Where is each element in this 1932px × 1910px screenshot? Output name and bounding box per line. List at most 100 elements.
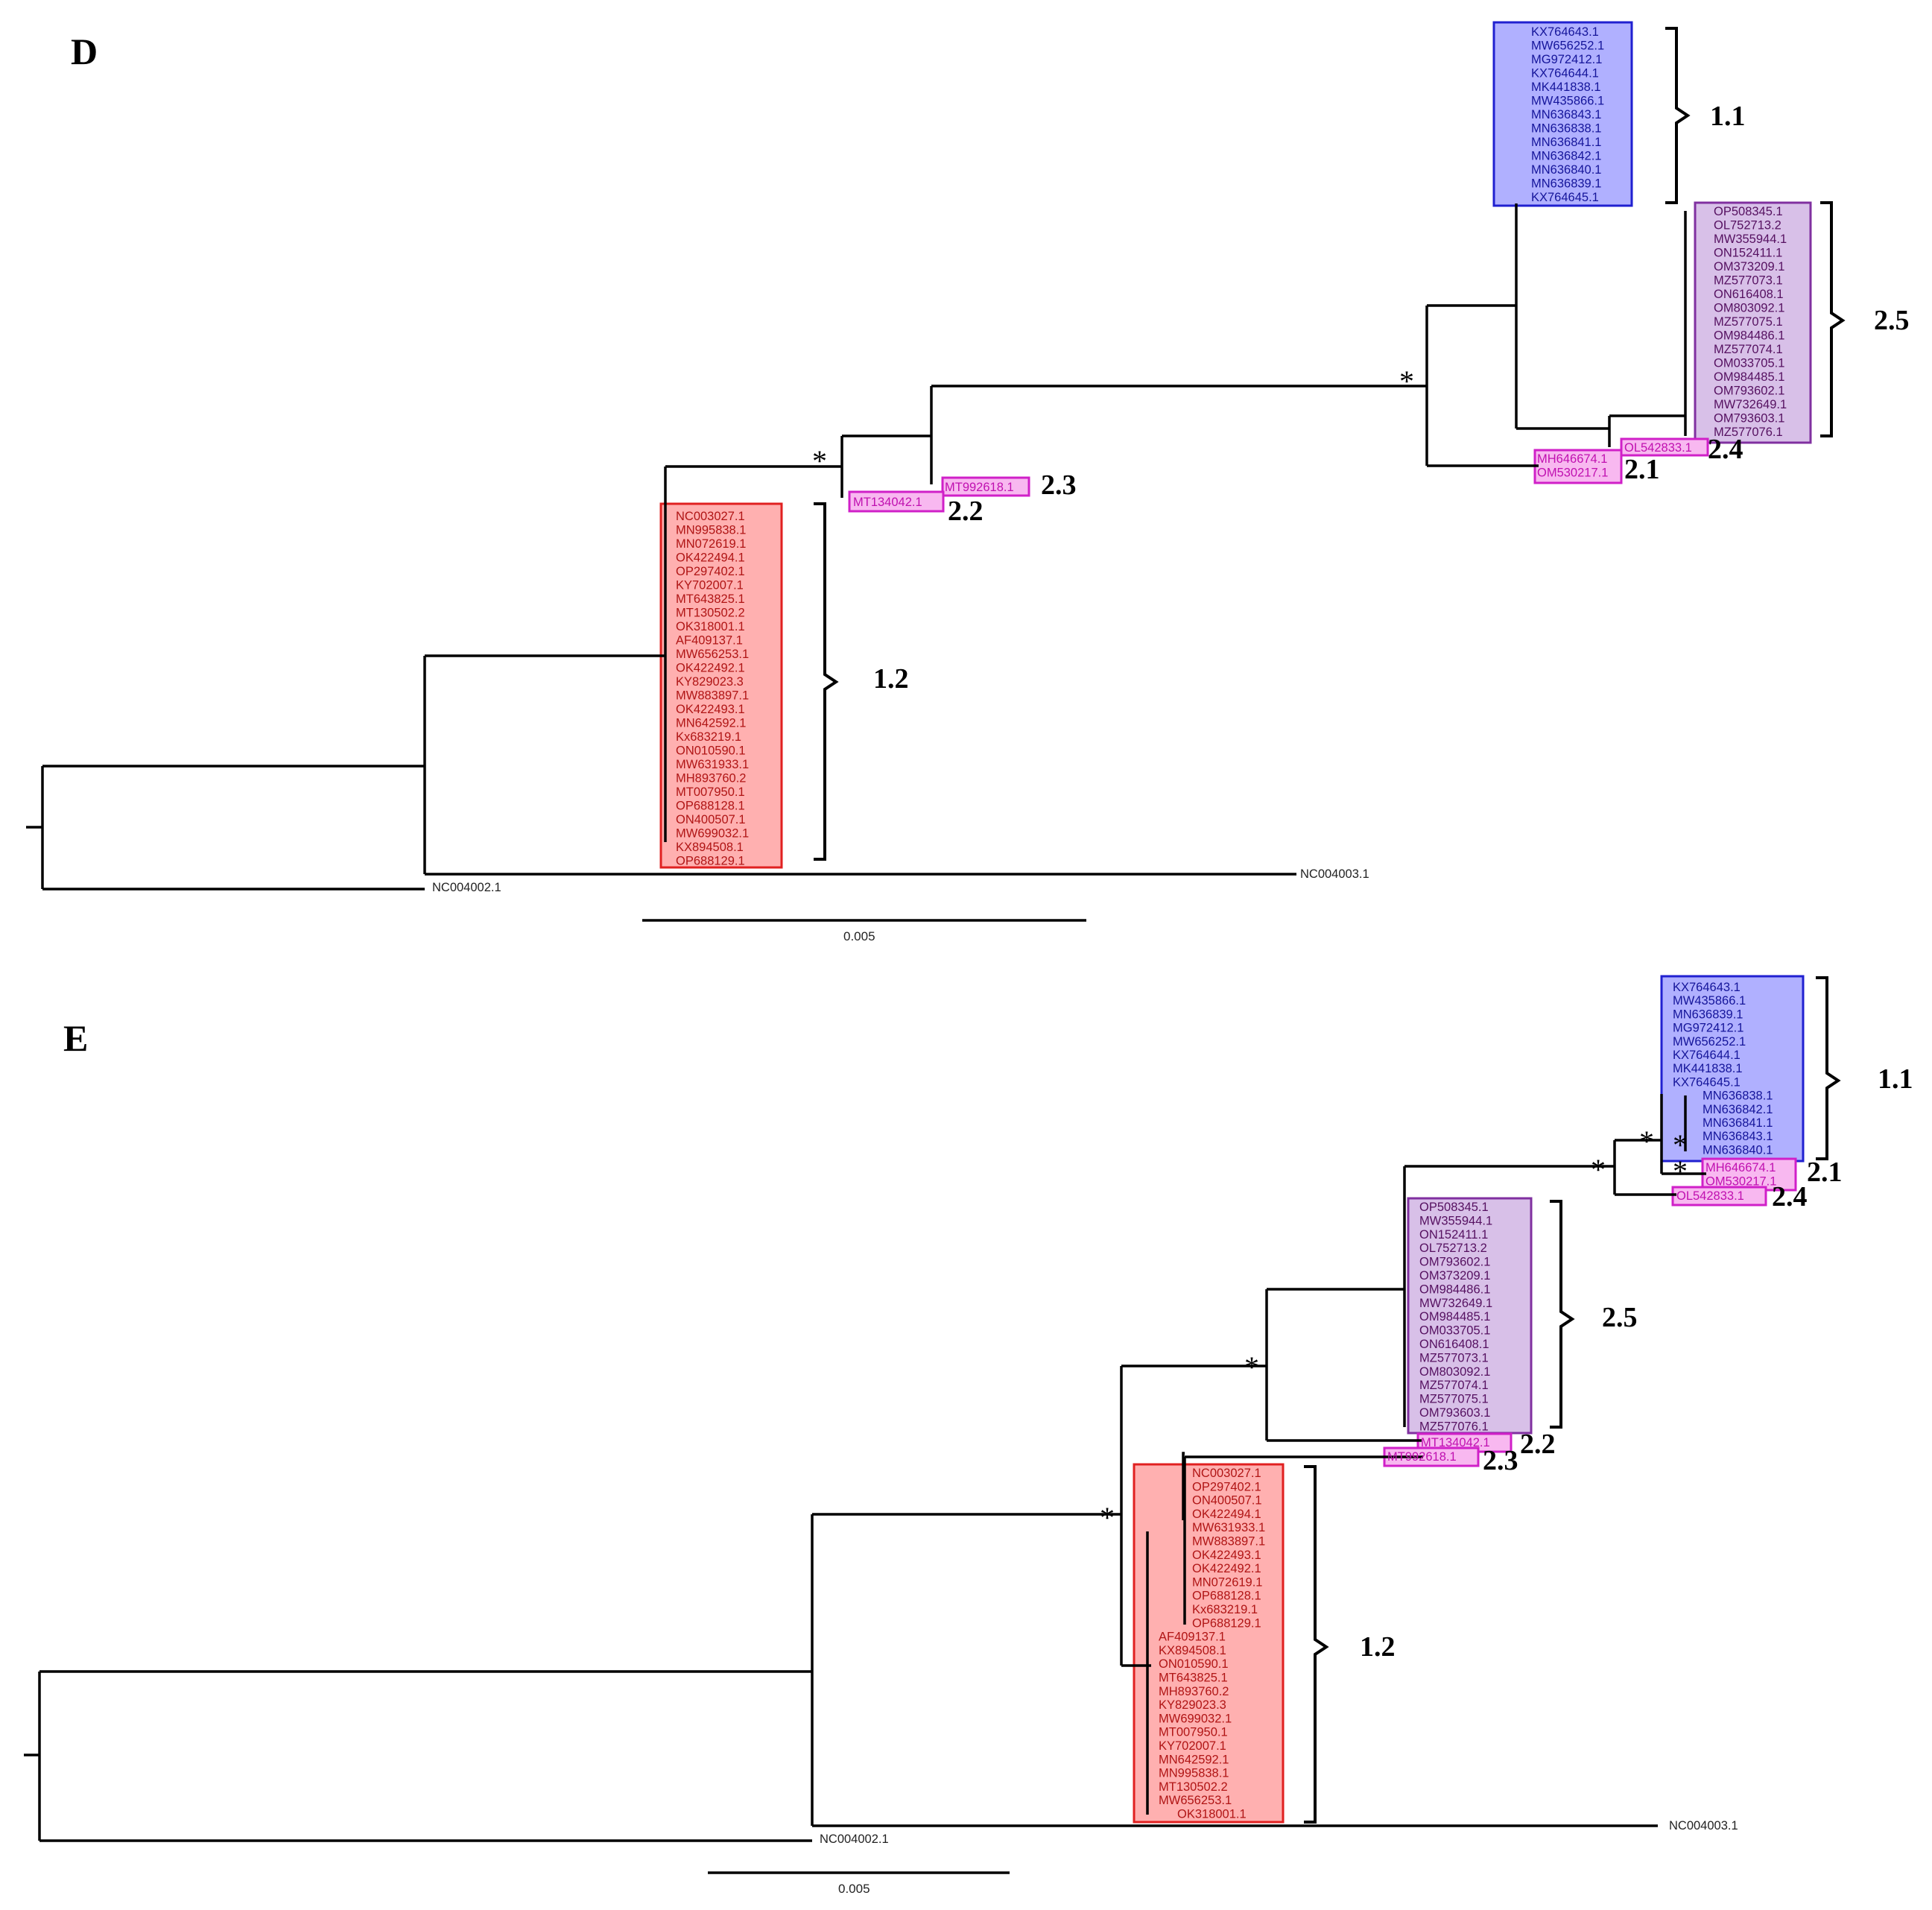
tip-label: MW435866.1: [1531, 95, 1604, 108]
tip-label: KX764645.1: [1531, 191, 1599, 204]
tip-label: OP688129.1: [1192, 1616, 1261, 1630]
tip-label: MN636839.1: [1673, 1008, 1743, 1021]
panel-e-label-2-1: 2.1: [1807, 1157, 1843, 1188]
panel-d-clade-1-1-box: [1492, 21, 1633, 207]
panel-e-clade-2-4-box: [1671, 1186, 1767, 1207]
panel-d-label-1-1: 1.1: [1710, 101, 1746, 132]
panel-e-tip-nc004003: NC004003.1: [1669, 1819, 1738, 1832]
tip-label: MN636840.1: [1703, 1143, 1773, 1157]
tip-label: MN636840.1: [1531, 163, 1601, 177]
panel-d-support-star-2: *: [1399, 364, 1414, 398]
panel-e-clade-1-1-tips: KX764643.1MW435866.1MN636839.1MG972412.1…: [1673, 981, 1773, 1157]
panel-e-support-star-3: *: [1591, 1153, 1606, 1186]
tip-label: OP508345.1: [1714, 205, 1783, 218]
tip-label: MW699032.1: [1159, 1712, 1232, 1725]
tip-label: OM793602.1: [1419, 1256, 1490, 1269]
panel-e-support-star-1: *: [1100, 1501, 1115, 1534]
tip-label: MZ577076.1: [1714, 426, 1783, 439]
tip-label: OM373209.1: [1419, 1269, 1490, 1283]
tip-label: MH893760.2: [1159, 1685, 1229, 1698]
tip-label: MH893760.2: [676, 772, 746, 785]
tip-label: MT007950.1: [1159, 1726, 1228, 1739]
tip-label: MT007950.1: [676, 785, 745, 799]
tip-label: ON400507.1: [676, 813, 746, 826]
tip-label: MW699032.1: [676, 827, 749, 841]
tip-label: MN636841.1: [1703, 1116, 1773, 1130]
panel-d-brace-1-2: [814, 502, 839, 861]
tip-label: OL752713.2: [1714, 219, 1781, 233]
tip-label: MW656252.1: [1673, 1035, 1746, 1049]
tip-label: MT134042.1: [1421, 1436, 1490, 1449]
tip-label: MN642592.1: [1159, 1753, 1229, 1766]
tip-label: MT992618.1: [945, 481, 1014, 494]
tip-label: OL752713.2: [1419, 1242, 1487, 1255]
panel-d-clade-2-3-tips: MT992618.1: [945, 481, 1014, 494]
panel-e-label-1-2: 1.2: [1360, 1631, 1396, 1663]
tip-label: MW631933.1: [676, 758, 749, 771]
panel-d-clade-1-1-tips: KX764643.1MW656252.1MG972412.1KX764644.1…: [1531, 25, 1604, 204]
tip-label: MW883897.1: [1192, 1535, 1265, 1549]
tip-label: MN072619.1: [676, 537, 746, 551]
tip-label: OK318001.1: [1177, 1808, 1247, 1821]
tip-label: MW732649.1: [1419, 1297, 1492, 1310]
tip-label: OK422494.1: [1192, 1508, 1261, 1521]
tip-label: ON616408.1: [1419, 1338, 1489, 1351]
panel-d-letter: D: [71, 31, 98, 72]
panel-e-label-1-1: 1.1: [1878, 1063, 1913, 1095]
panel-e-label-2-2: 2.2: [1520, 1429, 1556, 1460]
tip-label: AF409137.1: [1159, 1631, 1226, 1644]
tip-label: MZ577073.1: [1419, 1351, 1489, 1364]
tip-label: OL542833.1: [1676, 1189, 1744, 1203]
tip-label: KX894508.1: [1159, 1644, 1226, 1657]
tip-label: KY702007.1: [1159, 1739, 1226, 1753]
tip-label: OK318001.1: [676, 620, 745, 633]
tip-label: KY829023.3: [676, 675, 744, 689]
panel-e-brace-1-2: [1304, 1465, 1329, 1824]
tip-label: MN636838.1: [1703, 1090, 1773, 1103]
panel-e-label-2-3: 2.3: [1483, 1445, 1518, 1476]
panel-d-label-2-1: 2.1: [1624, 454, 1660, 485]
tip-label: OM793603.1: [1714, 412, 1784, 426]
panel-d-clade-2-4-box: [1620, 437, 1709, 457]
tip-label: Kx683219.1: [676, 730, 741, 744]
panel-e-branches: [24, 1094, 1706, 1842]
tip-label: OK422492.1: [676, 662, 745, 675]
tip-label: ON010590.1: [1159, 1657, 1229, 1671]
tip-label: Kx683219.1: [1192, 1603, 1258, 1616]
tip-label: KX764645.1: [1673, 1075, 1741, 1089]
tip-label: KX764644.1: [1531, 67, 1599, 80]
tip-label: MN072619.1: [1192, 1575, 1262, 1589]
tip-label: MT643825.1: [1159, 1672, 1228, 1685]
tip-label: MN636839.1: [1531, 177, 1601, 191]
panel-e-label-2-5: 2.5: [1602, 1302, 1638, 1333]
tip-label: MN995838.1: [676, 524, 746, 537]
tip-label: MG972412.1: [1673, 1022, 1743, 1035]
panel-d-clade-2-5-box: [1694, 201, 1812, 444]
tip-label: ON152411.1: [1714, 247, 1782, 260]
panel-d-tip-nc004003: NC004003.1: [1300, 867, 1369, 881]
panel-e-scale-label: 0.005: [838, 1882, 870, 1896]
tip-label: OP297402.1: [676, 565, 745, 578]
panel-d-scale-label: 0.005: [843, 929, 875, 943]
panel-e-clade-1-2-box: [1133, 1463, 1285, 1824]
tip-label: OP688128.1: [676, 800, 745, 813]
tip-label: MK441838.1: [1531, 80, 1601, 94]
panel-e-clade-2-4-tips: OL542833.1: [1676, 1189, 1744, 1203]
tip-label: MZ577074.1: [1419, 1379, 1489, 1392]
tip-label: OL542833.1: [1624, 441, 1692, 455]
tip-label: MK441838.1: [1673, 1062, 1743, 1075]
tip-label: MN642592.1: [676, 717, 746, 730]
tip-label: MW883897.1: [676, 689, 749, 703]
panel-e-clade-2-2-tips: MT134042.1: [1421, 1436, 1490, 1449]
tip-label: MZ577075.1: [1419, 1393, 1489, 1406]
tip-label: OK422492.1: [1192, 1562, 1261, 1575]
panel-d-branches: [26, 203, 1687, 891]
tip-label: MH646674.1: [1705, 1161, 1776, 1174]
tip-label: MT643825.1: [676, 592, 745, 606]
tip-label: MW656252.1: [1531, 39, 1604, 53]
panel-e-support-star-4: *: [1639, 1125, 1654, 1158]
panel-e-letter: E: [63, 1017, 88, 1059]
